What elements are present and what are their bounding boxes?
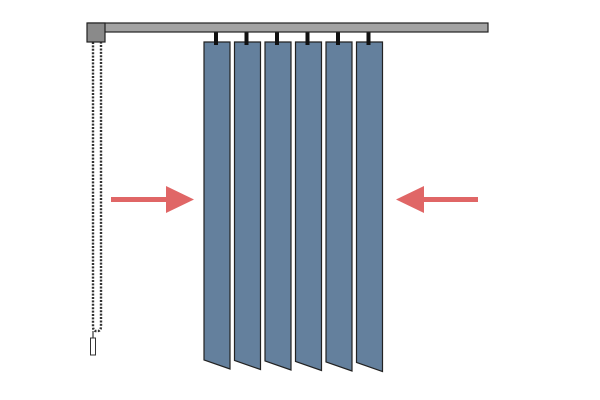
headrail-icon	[86, 22, 489, 43]
slats-group	[203, 31, 384, 373]
vertical-slat-icon	[355, 41, 384, 373]
right-arrow-head	[396, 186, 424, 213]
arrows-group	[111, 186, 478, 213]
slat-clip	[305, 31, 310, 45]
pull-cord-strand	[91, 42, 103, 333]
slat-clip	[336, 31, 340, 45]
slat-clip	[366, 31, 371, 45]
left-arrow-shaft	[111, 197, 173, 202]
headrail-bar	[87, 22, 489, 33]
right-arrow-shaft	[420, 197, 478, 202]
vertical-slat-icon	[264, 41, 292, 371]
vertical-slat-icon	[325, 41, 353, 372]
slat-clip	[244, 31, 249, 45]
slat-clip	[214, 31, 218, 45]
left-arrow-head	[166, 186, 194, 213]
slat-clip	[275, 31, 279, 45]
cord-weight-icon	[90, 337, 96, 356]
vertical-slat-icon	[233, 41, 262, 371]
vertical-slat-icon	[294, 41, 323, 372]
headrail-end-cap	[86, 22, 106, 43]
vertical-slat-icon	[203, 41, 231, 370]
pull-cord-icon	[90, 42, 103, 356]
